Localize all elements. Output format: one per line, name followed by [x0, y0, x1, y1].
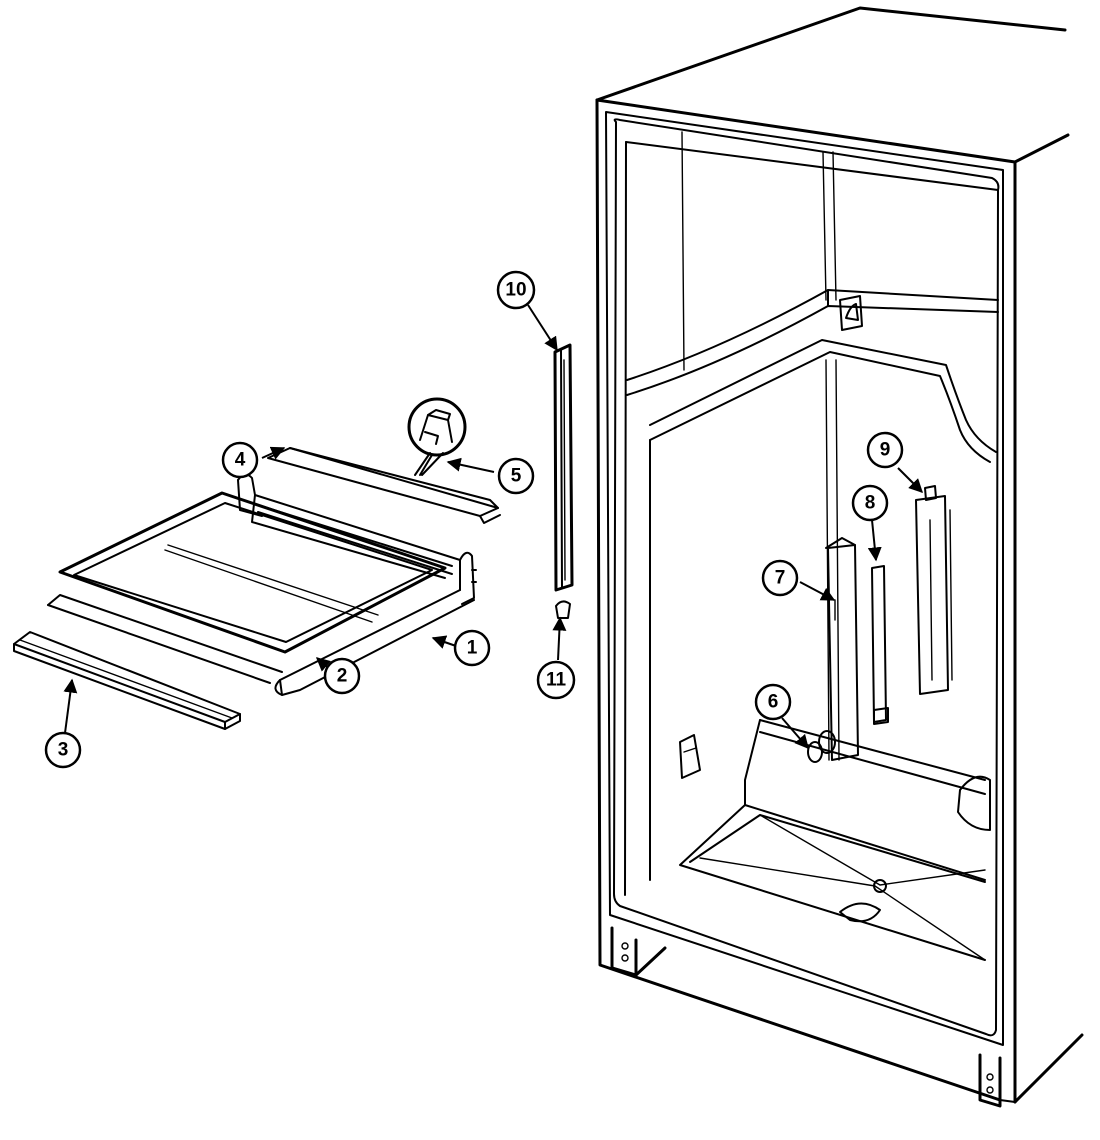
callout-7[interactable]: 7	[761, 559, 799, 597]
part-6-grommets	[807, 730, 836, 763]
part-10-rail	[553, 343, 574, 592]
callout-3[interactable]: 3	[44, 731, 82, 769]
svg-text:4: 4	[235, 450, 246, 471]
callout-6[interactable]: 6	[754, 683, 792, 721]
callout-2[interactable]: 2	[323, 657, 361, 695]
callout-8[interactable]: 8	[851, 484, 889, 522]
part-5-clip-detail	[407, 397, 467, 476]
part-3-front-trim	[13, 631, 241, 730]
leader-lines	[63, 304, 923, 750]
callout-4[interactable]: 4	[221, 441, 259, 479]
svg-text:1: 1	[467, 638, 478, 659]
shelf-assembly	[13, 397, 501, 730]
callout-9[interactable]: 9	[866, 431, 904, 469]
svg-text:3: 3	[58, 740, 69, 761]
part-11-screw	[555, 600, 571, 619]
part-7-cover	[825, 537, 859, 761]
part-5-rear-trim	[267, 447, 501, 524]
callout-1[interactable]: 1	[453, 629, 491, 667]
part-2-glass	[58, 491, 447, 654]
svg-text:9: 9	[880, 440, 891, 461]
callout-11[interactable]: 11	[536, 660, 576, 700]
svg-text:10: 10	[505, 280, 526, 301]
svg-text:8: 8	[865, 493, 876, 514]
svg-text:2: 2	[337, 666, 348, 687]
callout-5[interactable]: 5	[497, 457, 535, 495]
refrigerator-cabinet	[595, 6, 1084, 1108]
part-8-rod	[871, 565, 889, 725]
svg-text:5: 5	[511, 466, 522, 487]
callout-10[interactable]: 10	[496, 270, 536, 310]
part-9-housing	[915, 485, 953, 695]
svg-text:7: 7	[775, 568, 786, 589]
svg-text:11: 11	[546, 670, 567, 691]
svg-text:6: 6	[768, 692, 779, 713]
